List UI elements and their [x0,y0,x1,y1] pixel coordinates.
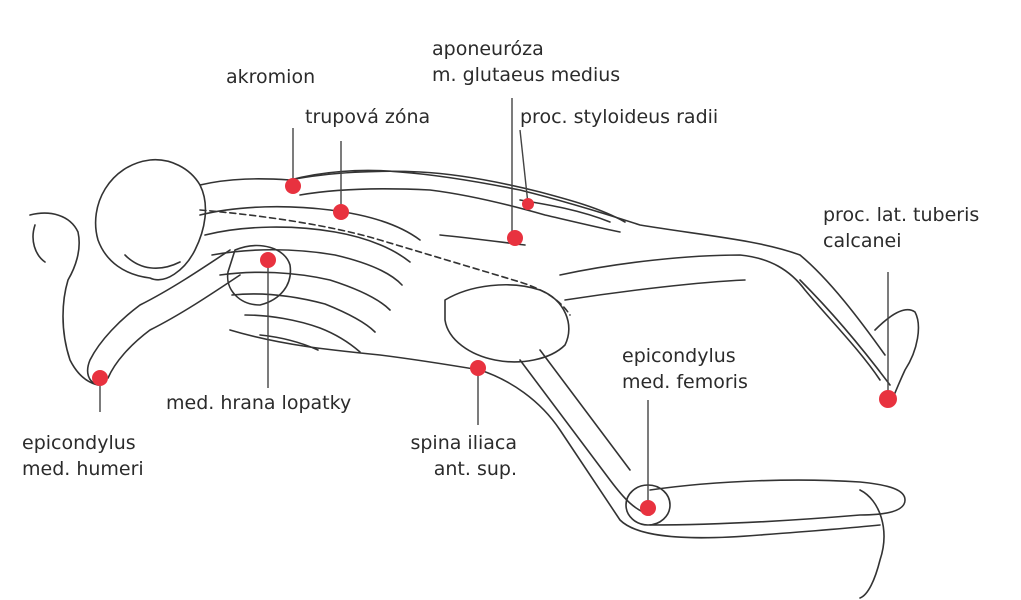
marker-lopatka [260,252,276,268]
body-outline [30,160,918,598]
label-aponeuroza-line1: aponeuróza [432,36,620,62]
label-epicondylus-humeri-line1: epicondylus [22,430,144,456]
label-akromion: akromion [226,64,315,90]
label-aponeuroza: aponeuróza m. glutaeus medius [432,36,620,88]
marker-spina-iliaca [470,360,486,376]
marker-styloideus-radii [522,198,534,210]
label-med-hrana-lopatky: med. hrana lopatky [166,390,351,416]
label-akromion-text: akromion [226,64,315,90]
label-spina-iliaca: spina iliaca ant. sup. [385,430,517,482]
label-spina-line1: spina iliaca [385,430,517,456]
label-proc-styloideus-text: proc. styloideus radii [520,104,718,130]
label-proc-styloideus: proc. styloideus radii [520,104,718,130]
belly-outline [230,330,880,538]
skull [96,160,206,280]
label-trupova-zona: trupová zóna [305,104,430,130]
label-proc-lat-tuberis: proc. lat. tuberis calcanei [823,202,979,254]
hand [30,213,98,385]
lower-shin [650,480,905,525]
label-med-hrana-text: med. hrana lopatky [166,390,351,416]
marker-epicondylus-femoris [640,500,656,516]
label-proc-lat-line2: calcanei [823,228,979,254]
label-trupova-zona-text: trupová zóna [305,104,430,130]
label-epicondylus-femoris: epicondylus med. femoris [622,343,748,395]
label-epicondylus-femoris-line2: med. femoris [622,369,748,395]
upper-foot [875,310,918,405]
label-epicondylus-humeri: epicondylus med. humeri [22,430,144,482]
spine [200,210,570,315]
lower-foot [860,490,884,598]
label-epicondylus-femoris-line1: epicondylus [622,343,748,369]
label-spina-line2: ant. sup. [385,456,517,482]
forearm [88,250,230,385]
back-outline [200,170,885,355]
marker-akromion [285,178,301,194]
marker-calcanei [879,390,897,408]
marker-glutaeus-medius [507,230,523,246]
label-epicondylus-humeri-line2: med. humeri [22,456,144,482]
marker-trupova-zona [333,204,349,220]
marker-epicondylus-humeri [92,370,108,386]
label-proc-lat-line1: proc. lat. tuberis [823,202,979,228]
leader-styloideus [520,130,528,204]
upper-shin [800,280,890,385]
label-aponeuroza-line2: m. glutaeus medius [432,62,620,88]
